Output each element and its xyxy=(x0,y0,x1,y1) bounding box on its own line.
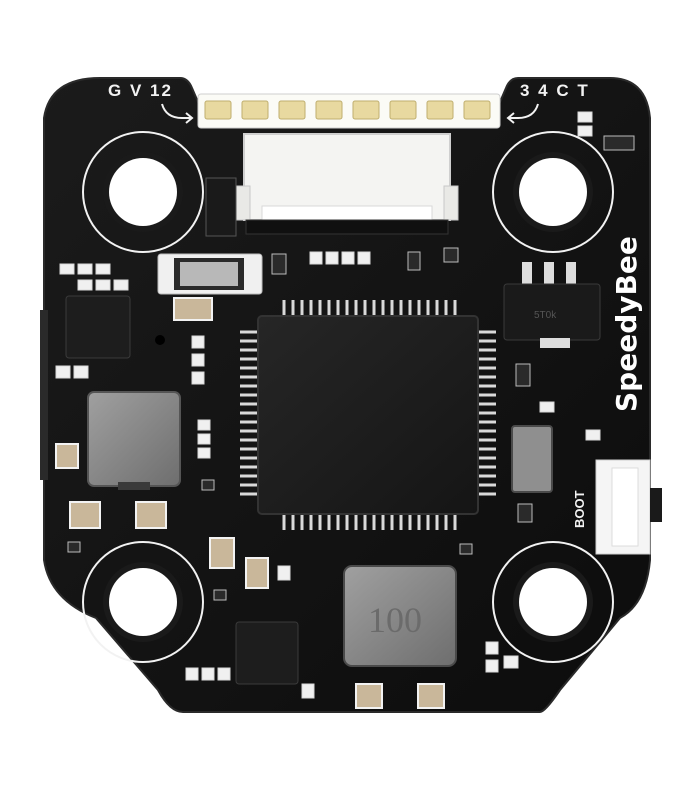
mcu-chip xyxy=(240,300,496,530)
misc-pads xyxy=(67,135,635,601)
mounting-hole-top-right xyxy=(492,131,614,253)
brand-logo: SpeedyBee xyxy=(610,236,643,412)
ceramic-capacitors xyxy=(55,297,445,709)
mosfet xyxy=(205,177,237,237)
connector-jst xyxy=(235,133,459,235)
pin-label-left: G V 12 xyxy=(108,81,173,100)
mounting-hole-bottom-left xyxy=(82,541,204,663)
smd-components xyxy=(55,111,601,699)
inductor-left xyxy=(87,391,181,490)
crystal xyxy=(511,425,553,493)
boot-label: BOOT xyxy=(572,490,587,528)
voltage-regulator: 5T0k xyxy=(503,262,601,348)
osd-chip xyxy=(235,621,299,685)
mounting-hole-top-left xyxy=(82,131,204,253)
pin1-marker xyxy=(155,335,165,345)
capacitor-large xyxy=(157,253,263,295)
regulator-marking: 5T0k xyxy=(534,310,557,321)
mounting-hole-bottom-right xyxy=(492,541,614,663)
pin-label-right: 3 4 C T xyxy=(520,81,590,100)
inductor-100: 100 xyxy=(343,565,457,667)
pad-strip xyxy=(197,93,501,129)
pin-arrow-left-icon xyxy=(161,103,194,124)
side-edge xyxy=(40,310,48,480)
inductor-marking: 100 xyxy=(368,600,422,640)
boot-button xyxy=(595,459,662,555)
pin-arrow-right-icon xyxy=(506,103,539,124)
gyro-chip xyxy=(65,295,131,359)
gold-pads xyxy=(204,100,491,120)
